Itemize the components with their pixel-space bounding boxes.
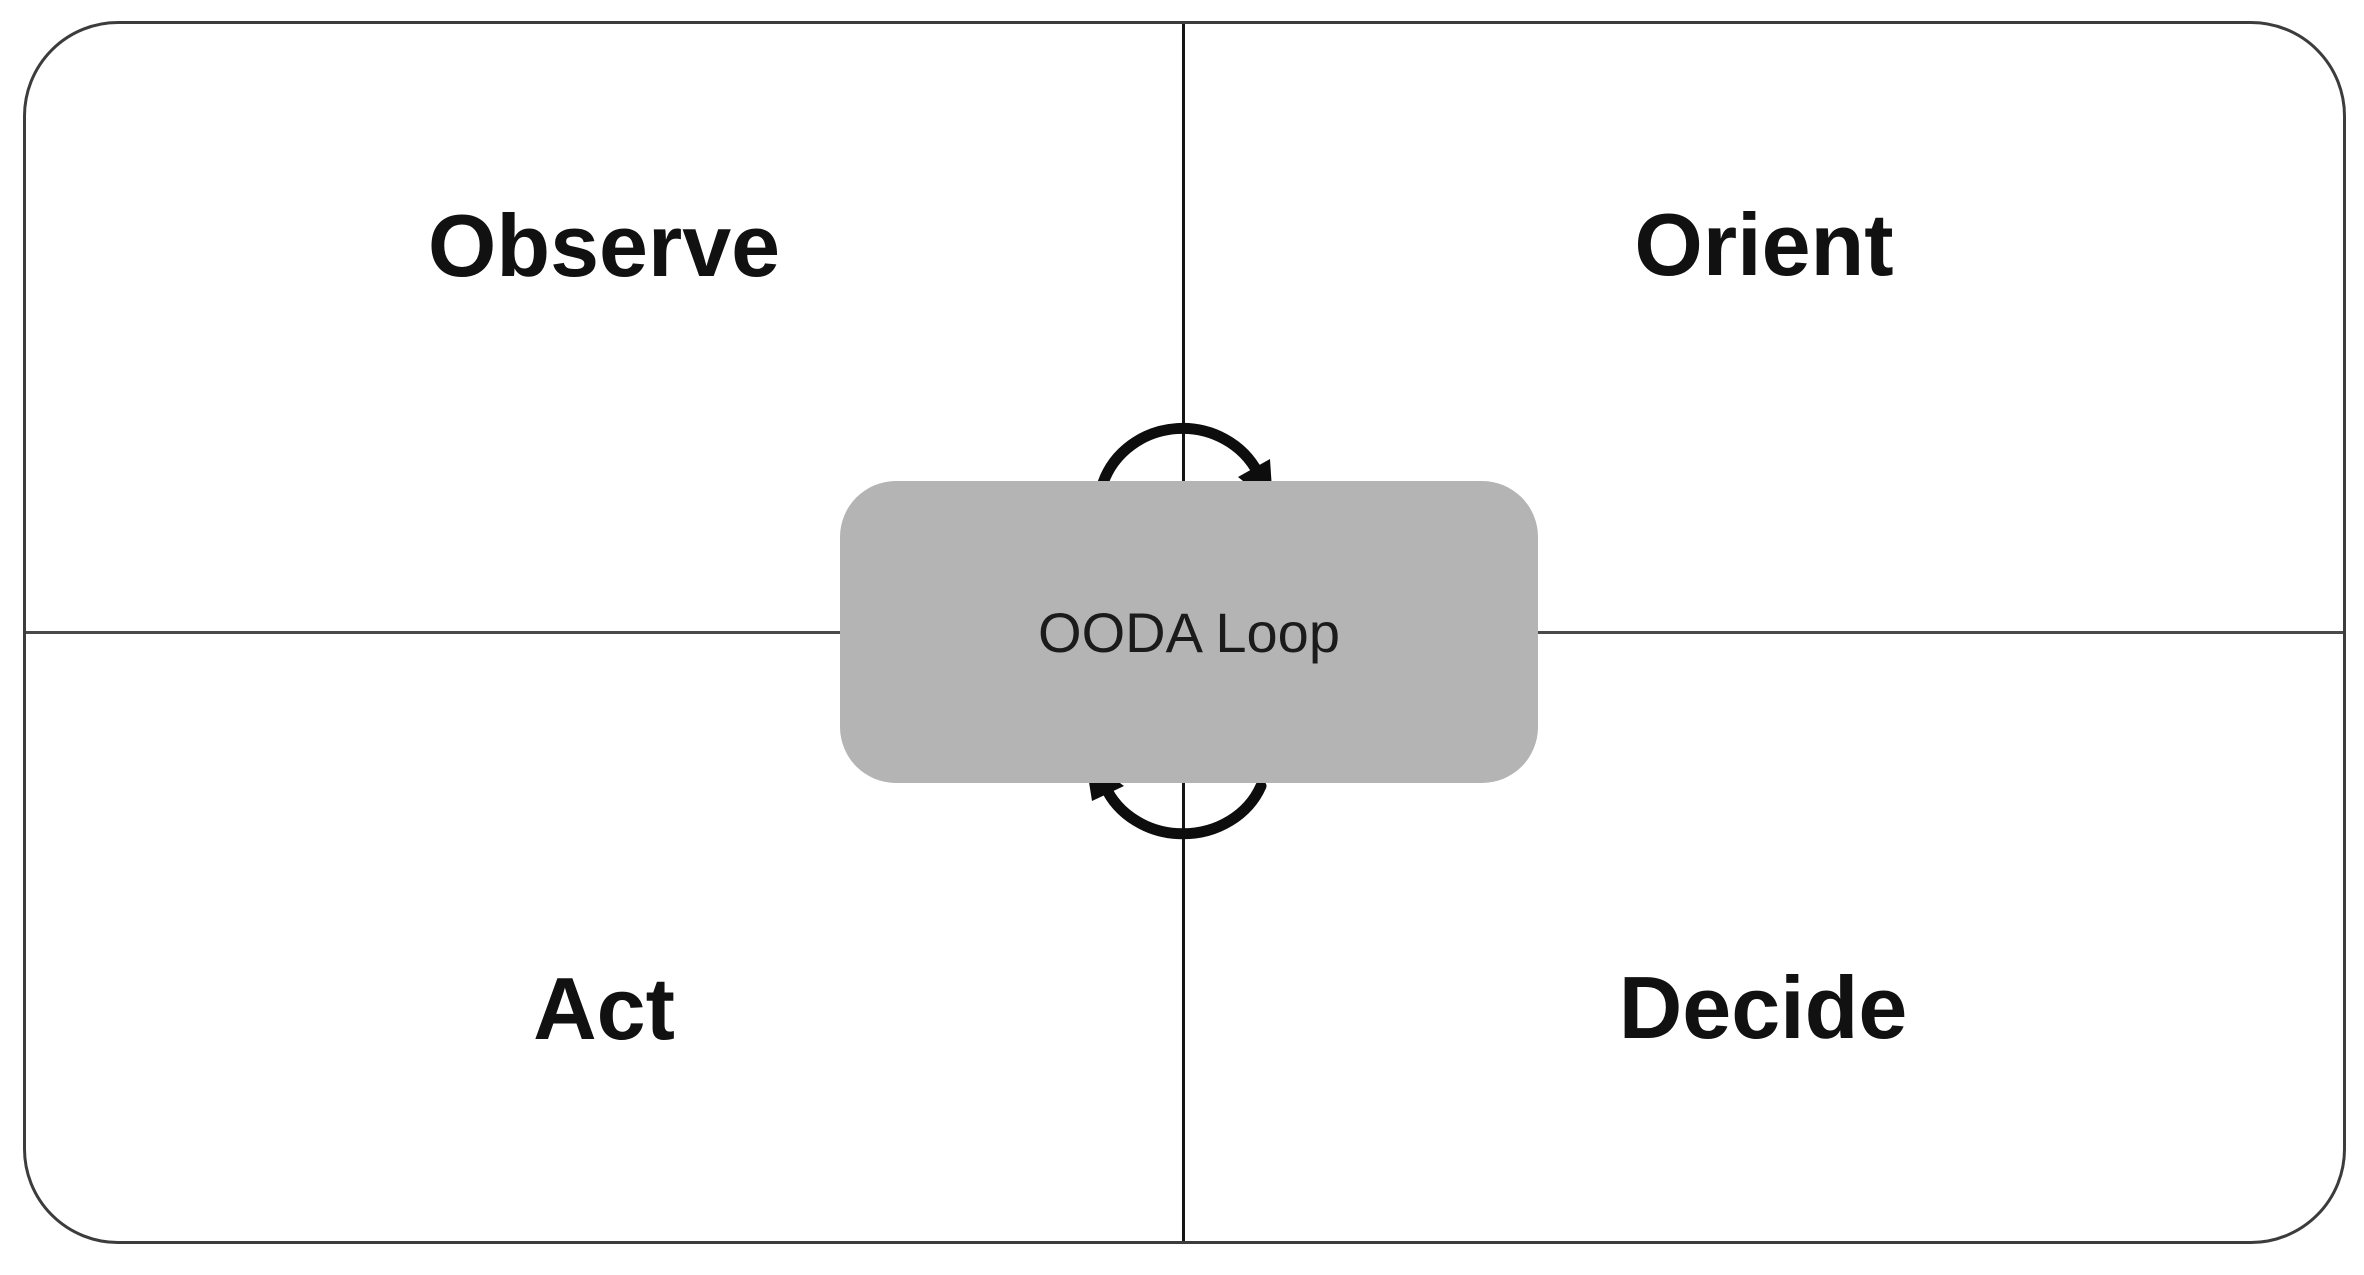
center-box: OODA Loop (840, 481, 1538, 783)
quadrant-label-act: Act (533, 959, 675, 1058)
quadrant-label-decide: Decide (1618, 958, 1908, 1057)
quadrant-label-observe: Observe (427, 196, 781, 295)
center-box-label: OODA Loop (1038, 600, 1340, 664)
quadrant-label-orient: Orient (1634, 195, 1894, 294)
